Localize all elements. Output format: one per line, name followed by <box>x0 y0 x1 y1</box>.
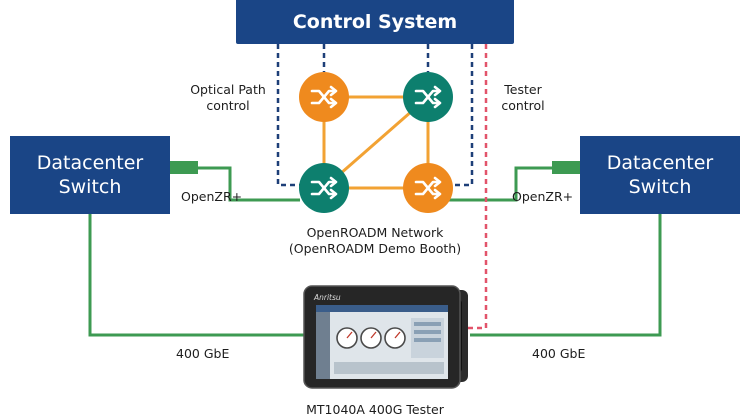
shuffle-icon <box>310 85 338 109</box>
tester-control-line <box>468 44 488 330</box>
control-system-label: Control System <box>292 11 458 33</box>
control-system-box: Control System <box>236 0 514 44</box>
tester-control-label: Tester control <box>501 82 545 113</box>
shuffle-icon <box>310 176 338 200</box>
openzr-label-left: OpenZR+ <box>181 189 243 204</box>
shuffle-icon <box>414 176 442 200</box>
gauge-icon <box>336 327 406 349</box>
tester-device: Anritsu <box>303 285 468 389</box>
gbe-label-left: 400 GbE <box>176 346 230 361</box>
tester-brand-logo: Anritsu <box>313 293 341 302</box>
optical-path-control-lines <box>276 44 474 187</box>
openzr-plug-left <box>170 161 198 174</box>
tester-name-label: MT1040A 400G Tester <box>306 402 444 417</box>
gbe-label-right: 400 GbE <box>532 346 586 361</box>
datacenter-switch-right: Datacenter Switch <box>580 136 740 214</box>
roadm-bottom-right <box>403 163 453 213</box>
roadm-top-right <box>403 72 453 122</box>
openzr-label-right: OpenZR+ <box>512 189 574 204</box>
gbe-link-left <box>88 214 312 337</box>
green-links <box>88 166 662 337</box>
openroadm-network-label: OpenROADM Network (OpenROADM Demo Booth) <box>288 225 462 256</box>
roadm-bottom-left <box>299 163 349 213</box>
gbe-link-right <box>470 214 662 337</box>
datacenter-right-line1: Datacenter <box>606 152 714 174</box>
openzr-link-left <box>170 166 300 202</box>
datacenter-left-line2: Switch <box>58 176 122 198</box>
openzr-plug-right <box>552 161 580 174</box>
datacenter-switch-left: Datacenter Switch <box>10 136 170 214</box>
shuffle-icon <box>414 85 442 109</box>
datacenter-left-line1: Datacenter <box>36 152 144 174</box>
roadm-top-left <box>299 72 349 122</box>
datacenter-right-line2: Switch <box>628 176 692 198</box>
optical-path-control-label: Optical Path control <box>190 82 266 113</box>
openzr-link-right <box>440 166 580 202</box>
